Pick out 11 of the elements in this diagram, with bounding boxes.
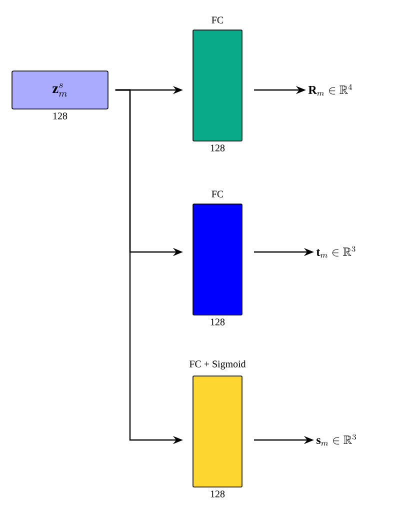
size-label: 128 (210, 144, 225, 152)
layer-label: FC (212, 190, 224, 198)
layer-label: FC + Sigmoid (190, 360, 246, 370)
output-label: $\mathbf{t}_m \in \mathbb{R}^3$ (316, 246, 356, 258)
output-label: $\mathbf{s}_m \in \mathbb{R}^3$ (316, 434, 356, 446)
size-label: 128 (210, 490, 225, 498)
size-label: 128 (210, 318, 225, 326)
input-box: $\mathbf{z}_m^s$ (12, 70, 108, 110)
output-label: $\mathbf{R}_m \in \mathbb{R}^4$ (308, 84, 352, 96)
layer-label: FC (212, 16, 224, 24)
size-label: 128 (53, 112, 68, 120)
